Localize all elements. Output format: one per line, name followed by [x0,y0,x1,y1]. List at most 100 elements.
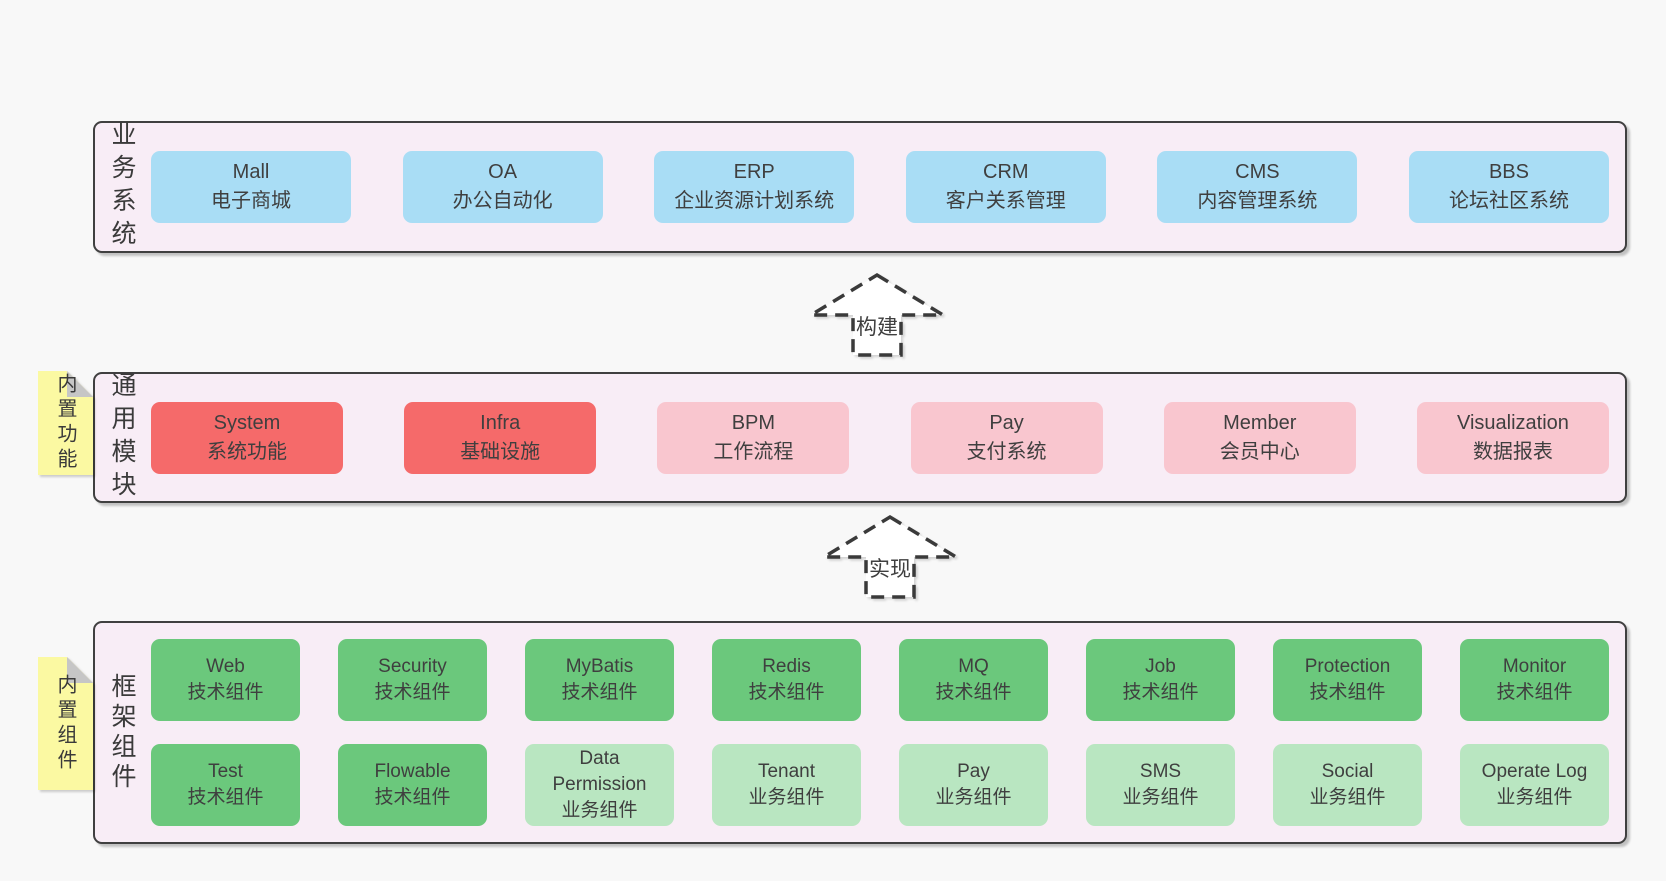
layer-label-framework: 框架组件 [95,623,149,842]
dashed-up-arrow-icon: 实现 [817,514,963,599]
box-bpm: BPM 工作流程 [657,401,850,474]
business-systems-body: Mall 电子商城 OA 办公自动化 ERP 企业资源计划系统 CRM 客户关系管理 CMS 内容… [149,123,1625,251]
box-subtitle: 技术组件 [1122,682,1199,703]
box-title: Flowable [374,761,451,782]
box-subtitle: 技术组件 [561,682,638,703]
layer-label-text: 框架组件 [108,672,136,793]
tag-text-wrap: 内置组件 [38,657,93,790]
box-oa: OA 办公自动化 [402,151,603,223]
layer-business-systems: 业务系统 Mall 电子商城 OA 办公自动化 ERP 企业资源计划系统 CRM 客户关系管理… [93,121,1627,253]
box-title: Visualization [1456,411,1569,434]
box-title: System [213,411,281,434]
box-pay: Pay 支付系统 [910,401,1103,474]
box-subtitle: 客户关系管理 [945,190,1066,212]
box-subtitle: 业务组件 [1309,787,1386,808]
layer-label-text: 通用模块 [108,371,136,504]
box-subtitle: 技术组件 [935,682,1012,703]
box-title: Test [208,761,243,782]
box-title: CRM [983,161,1029,183]
box-subtitle: 业务组件 [561,800,638,821]
tag-text-wrap: 内置功能 [38,371,93,475]
box-bbs: BBS 论坛社区系统 [1408,151,1609,223]
box-title: Pay [989,411,1024,434]
box-title: Tenant [757,761,816,782]
box-subtitle: 技术组件 [1309,682,1386,703]
arrow-implement-label: 实现 [869,558,911,581]
tag-builtin-features: 内置功能 [38,371,93,475]
box-subtitle: 企业资源计划系统 [674,190,835,212]
box-data-permission: Data Permission 业务组件 [525,744,674,826]
box-title: SMS [1139,761,1182,782]
box-social: Social 业务组件 [1273,744,1422,826]
box-subtitle: 业务组件 [1122,787,1199,808]
dashed-up-arrow-icon: 构建 [804,272,950,357]
box-subtitle: 数据报表 [1472,440,1553,463]
box-title: OA [488,161,518,183]
box-title: Monitor [1502,656,1567,677]
box-subtitle: 工作流程 [713,440,794,463]
box-subtitle: 支付系统 [966,440,1047,463]
layer-label-modules: 通用模块 [95,371,149,504]
box-subtitle: 办公自动化 [452,190,553,212]
box-subtitle: 技术组件 [374,682,451,703]
box-crm: CRM 客户关系管理 [905,151,1106,223]
box-title: MQ [958,656,989,677]
box-title: Job [1145,656,1176,677]
box-title: BPM [731,411,776,434]
arrow-outline [804,272,950,357]
box-subtitle: 技术组件 [374,787,451,808]
layer-label-text: 业务系统 [108,121,136,253]
arrow-outline [817,514,963,599]
box-title: Infra [480,411,521,434]
box-subtitle: 业务组件 [1496,787,1573,808]
box-tenant: Tenant 业务组件 [712,744,861,826]
arrow-build: 构建 [804,271,950,359]
box-subtitle: 内容管理系统 [1197,190,1318,212]
box-mq: MQ 技术组件 [899,639,1048,721]
box-title: Mall [232,161,270,183]
box-protection: Protection 技术组件 [1273,639,1422,721]
box-title: ERP [733,161,775,183]
box-title: Data Permission [552,748,647,795]
box-erp: ERP 企业资源计划系统 [654,151,855,223]
box-sms: SMS 业务组件 [1086,744,1235,826]
box-visualization: Visualization 数据报表 [1416,401,1609,474]
box-title: Web [206,656,245,677]
arrow-build-label: 构建 [856,316,898,339]
box-title: MyBatis [565,656,634,677]
box-title: CMS [1235,161,1280,183]
tag-text: 内置组件 [54,673,76,774]
box-job: Job 技术组件 [1086,639,1235,721]
tag-text: 内置功能 [54,373,76,473]
box-subtitle: 业务组件 [935,787,1012,808]
layer-label-business: 业务系统 [95,121,149,253]
box-mall: Mall 电子商城 [151,151,351,223]
box-cms: CMS 内容管理系统 [1157,151,1358,223]
box-title: BBS [1488,161,1529,183]
box-subtitle: 会员中心 [1219,440,1300,463]
arrow-implement: 实现 [817,513,963,601]
box-subtitle: 业务组件 [748,787,825,808]
box-flowable: Flowable 技术组件 [338,744,487,826]
business-systems-row: Mall 电子商城 OA 办公自动化 ERP 企业资源计划系统 CRM 客户关系管理 CMS 内容… [151,151,1609,223]
box-subtitle: 论坛社区系统 [1448,190,1569,212]
box-subtitle: 技术组件 [187,682,264,703]
box-subtitle: 电子商城 [211,190,291,212]
box-title: Social [1321,761,1374,782]
box-title: Protection [1304,656,1391,677]
